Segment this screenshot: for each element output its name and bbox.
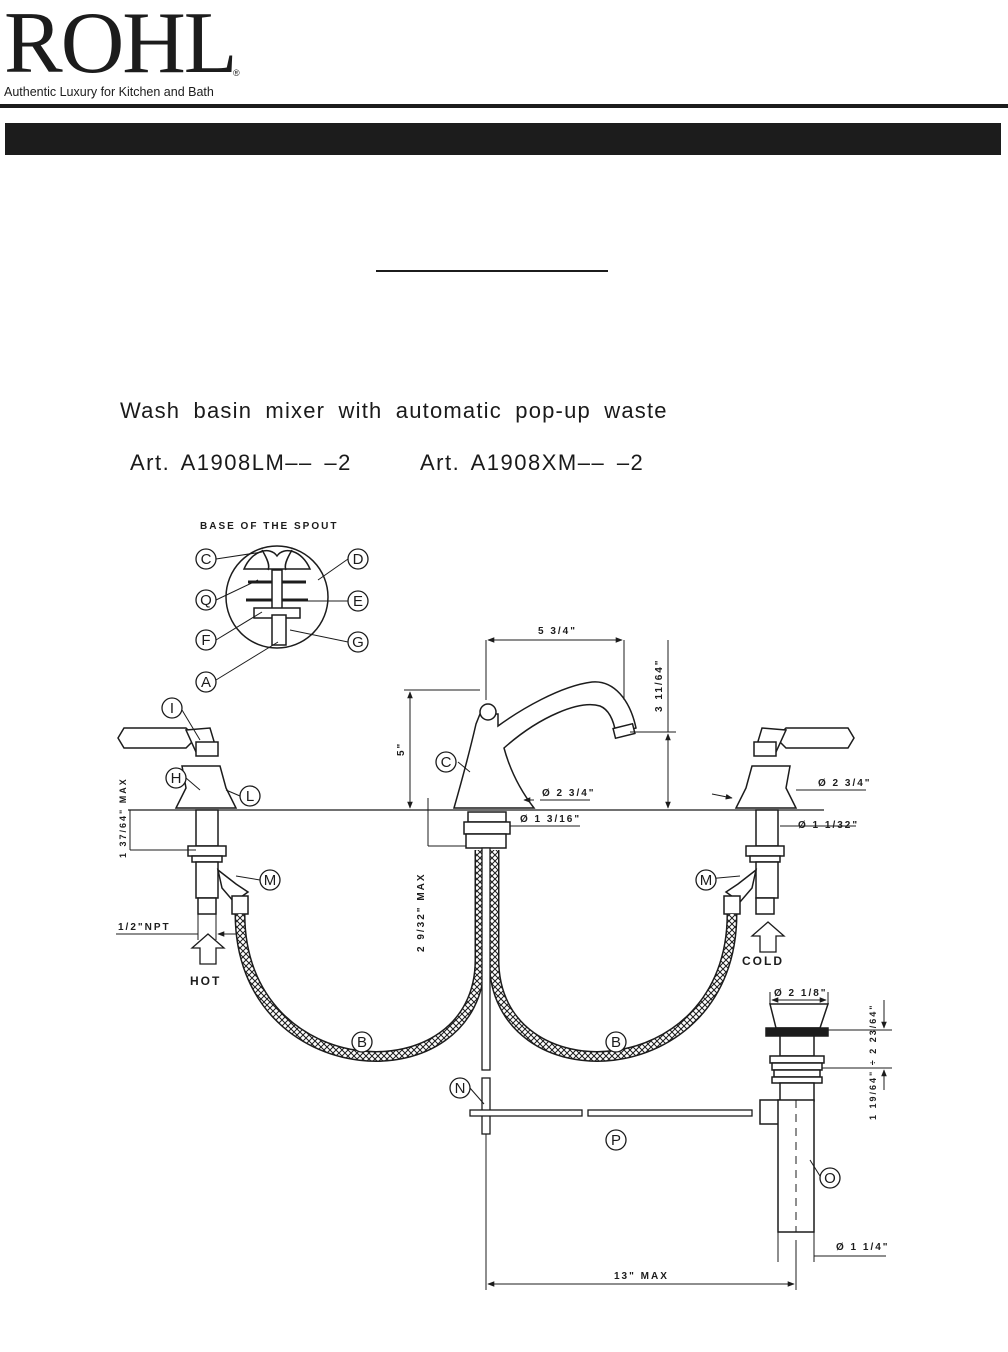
svg-text:B: B — [357, 1034, 367, 1051]
svg-text:L: L — [246, 788, 254, 805]
braided-hose-cold — [488, 850, 738, 1062]
rohl-logo: ROHL — [4, 0, 238, 92]
dim-tailpiece-dia: Ø 1 1/4" — [836, 1242, 890, 1253]
callout-f: F — [195, 629, 217, 651]
spout — [453, 681, 637, 849]
title-underline — [376, 270, 608, 272]
dimension-lines — [116, 637, 892, 1290]
svg-text:B: B — [611, 1034, 621, 1051]
dim-spout-shank-dia: Ø 1 3/16" — [520, 814, 581, 825]
dim-handle-shank-dia: Ø 1 1/32" — [798, 820, 859, 831]
callout-g: G — [347, 631, 369, 653]
article-number-xm: Art. A1908XM–– –2 — [420, 450, 645, 475]
cold-inlet-arrow — [750, 921, 786, 953]
callout-q: Q — [195, 589, 217, 611]
callout-p: P — [605, 1129, 627, 1151]
hot-handle — [117, 727, 250, 915]
dim-spout-reach: 5 3/4" — [538, 626, 577, 637]
braided-hose-hot — [234, 850, 486, 1062]
cold-handle — [723, 727, 855, 915]
dim-spout-base-dia: Ø 2 3/4" — [542, 788, 596, 799]
callout-c-detail: C — [195, 548, 217, 570]
popup-drain — [759, 1003, 830, 1233]
label-hot: HOT — [190, 974, 221, 988]
title-banner — [5, 123, 1001, 155]
svg-text:F: F — [201, 632, 210, 649]
product-description: Wash basin mixer with automatic pop-up w… — [120, 398, 668, 423]
label-cold: COLD — [742, 954, 784, 968]
dim-under-deck-max: 2 9/32" MAX — [416, 872, 427, 952]
svg-text:O: O — [824, 1170, 836, 1187]
svg-text:H: H — [171, 770, 182, 787]
svg-text:Q: Q — [200, 592, 212, 609]
svg-text:E: E — [353, 593, 363, 610]
svg-text:D: D — [353, 551, 364, 568]
dim-drain-flange: 1 19/64" ÷ 2 23/64" — [868, 1003, 878, 1120]
callout-l: L — [239, 785, 261, 807]
detail-leaders — [215, 551, 349, 681]
callout-b-cold: B — [605, 1031, 627, 1053]
detail-title: BASE OF THE SPOUT — [200, 521, 338, 532]
svg-text:N: N — [455, 1080, 466, 1097]
popup-lift-rod — [469, 847, 753, 1135]
callout-m-hot: M — [259, 869, 281, 891]
dim-spout-height: 5" — [396, 742, 407, 756]
callout-c-main: C — [435, 751, 457, 773]
svg-text:A: A — [201, 674, 211, 691]
dim-handle-base-dia: Ø 2 3/4" — [818, 778, 872, 789]
callout-h: H — [165, 767, 187, 789]
callout-d: D — [347, 548, 369, 570]
main-leaders — [181, 709, 821, 1177]
svg-text:C: C — [201, 551, 212, 568]
callout-o: O — [819, 1167, 841, 1189]
dim-drain-dia: Ø 2 1/8" — [774, 988, 828, 999]
callout-m-cold: M — [695, 869, 717, 891]
svg-text:M: M — [700, 872, 713, 889]
dim-outlet-height: 3 11/64" — [654, 658, 665, 712]
callout-e: E — [347, 590, 369, 612]
callout-n: N — [449, 1077, 471, 1099]
callout-b-hot: B — [351, 1031, 373, 1053]
spout-base-detail — [225, 545, 329, 649]
callout-a: A — [195, 671, 217, 693]
dim-npt: 1/2"NPT — [118, 922, 171, 933]
svg-text:I: I — [170, 700, 174, 717]
svg-text:M: M — [264, 872, 277, 889]
svg-text:P: P — [611, 1132, 621, 1149]
article-number-lm: Art. A1908LM–– –2 — [130, 450, 352, 475]
registered-mark: ® — [233, 68, 240, 78]
svg-text:G: G — [352, 634, 364, 651]
callout-i: I — [161, 697, 183, 719]
hot-inlet-arrow — [190, 933, 226, 965]
dim-deck-max: 1 37/64" MAX — [118, 777, 128, 858]
header-rule — [0, 104, 1008, 108]
brand-tagline: Authentic Luxury for Kitchen and Bath — [4, 85, 214, 99]
svg-text:C: C — [441, 754, 452, 771]
dim-center-max: 13" MAX — [614, 1271, 669, 1282]
